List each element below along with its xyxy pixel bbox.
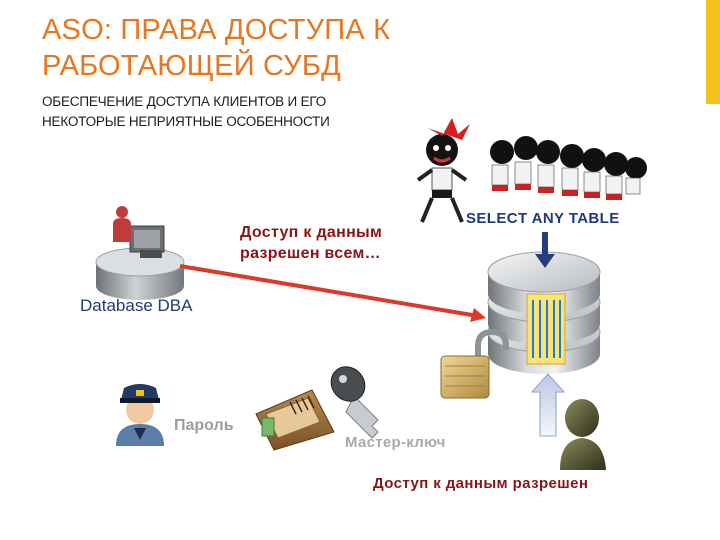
dba-workstation-icon (95, 206, 185, 300)
bust-user-icon (560, 399, 606, 470)
padlock-icon (440, 328, 509, 399)
up-arrow-icon (530, 373, 566, 437)
police-officer-icon (116, 384, 164, 446)
slide-title-line-2: РАБОТАЮЩЕЙ СУБД (42, 50, 341, 82)
key-icon (330, 366, 379, 439)
label-select-any-table: SELECT ANY TABLE (466, 210, 620, 227)
slide-subtitle-line-1: ОБЕСПЕЧЕНИЕ ДОСТУПА КЛИЕНТОВ И ЕГО (42, 94, 327, 109)
label-password: Пароль (174, 417, 234, 434)
accent-bar (706, 0, 720, 104)
crowd-icon (416, 118, 647, 223)
label-access-all: Доступ к данным разрешен всем… (240, 222, 382, 264)
label-database-dba: Database DBA (80, 296, 193, 315)
label-access-all-line-2: разрешен всем… (240, 245, 381, 262)
label-access-all-line-1: Доступ к данным (240, 224, 383, 241)
slide-subtitle-line-2: НЕКОТОРЫЕ НЕПРИЯТНЫЕ ОСОБЕННОСТИ (42, 114, 330, 129)
wallet-icon (255, 389, 335, 451)
slide-subtitle: ОБЕСПЕЧЕНИЕ ДОСТУПА КЛИЕНТОВ И ЕГО НЕКОТ… (42, 92, 442, 132)
access-arrow (179, 264, 486, 322)
slide-title-line-1: ASO: ПРАВА ДОСТУПА К (42, 14, 391, 46)
label-master-key: Мастер-ключ (345, 434, 446, 451)
database-server-icon (487, 251, 601, 374)
down-arrow-icon (535, 232, 555, 268)
label-access-granted: Доступ к данным разрешен (373, 475, 589, 492)
slide-title: ASO: ПРАВА ДОСТУПА К РАБОТАЮЩЕЙ СУБД (42, 12, 422, 84)
